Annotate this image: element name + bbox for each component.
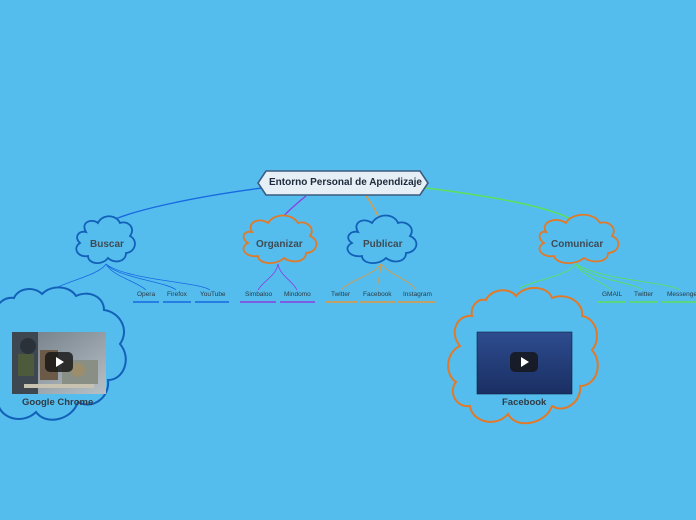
leaf-mindomo[interactable]: Mindomo [284, 291, 311, 298]
branch-buscar [103, 187, 263, 225]
leaf-simbaloo[interactable]: Simbaloo [245, 291, 273, 298]
cloud-publicar[interactable] [346, 214, 418, 264]
subbranches-buscar [55, 263, 229, 303]
cloud-organizar[interactable] [242, 214, 318, 264]
topic-label-organizar: Organizar [256, 239, 303, 250]
branch-comunicar [425, 187, 579, 225]
leaf-firefox[interactable]: Firefox [167, 291, 187, 298]
subbranches-comunicar [519, 263, 696, 303]
cloud-comunicar[interactable] [538, 213, 620, 264]
topic-label-publicar: Publicar [363, 239, 403, 250]
topic-label-buscar: Buscar [90, 239, 124, 250]
leaf-instagram[interactable]: Instagram [403, 291, 432, 298]
leaf-messenger[interactable]: Messenger [667, 291, 696, 298]
media-label-chrome: Google Chrome [22, 397, 94, 408]
topic-label-comunicar: Comunicar [551, 239, 604, 250]
subbranches-publicar [325, 263, 436, 303]
root-node-shape[interactable] [257, 170, 429, 196]
leaf-twitter-comunicar[interactable]: Twitter [634, 291, 654, 298]
leaf-opera[interactable]: Opera [137, 291, 156, 298]
cloud-buscar[interactable] [75, 215, 136, 264]
leaf-twitter-publicar[interactable]: Twitter [331, 291, 351, 298]
leaf-gmail[interactable]: GMAIL [602, 291, 623, 298]
root-node-label: Entorno Personal de Apendizaje [269, 177, 422, 188]
leaf-facebook-publicar[interactable]: Facebook [363, 291, 392, 298]
leaf-youtube[interactable]: YouTube [200, 291, 226, 298]
media-label-facebook: Facebook [502, 397, 547, 408]
video-play-icon[interactable] [510, 352, 538, 372]
subbranches-organizar [240, 263, 315, 303]
video-play-icon[interactable] [45, 352, 73, 372]
